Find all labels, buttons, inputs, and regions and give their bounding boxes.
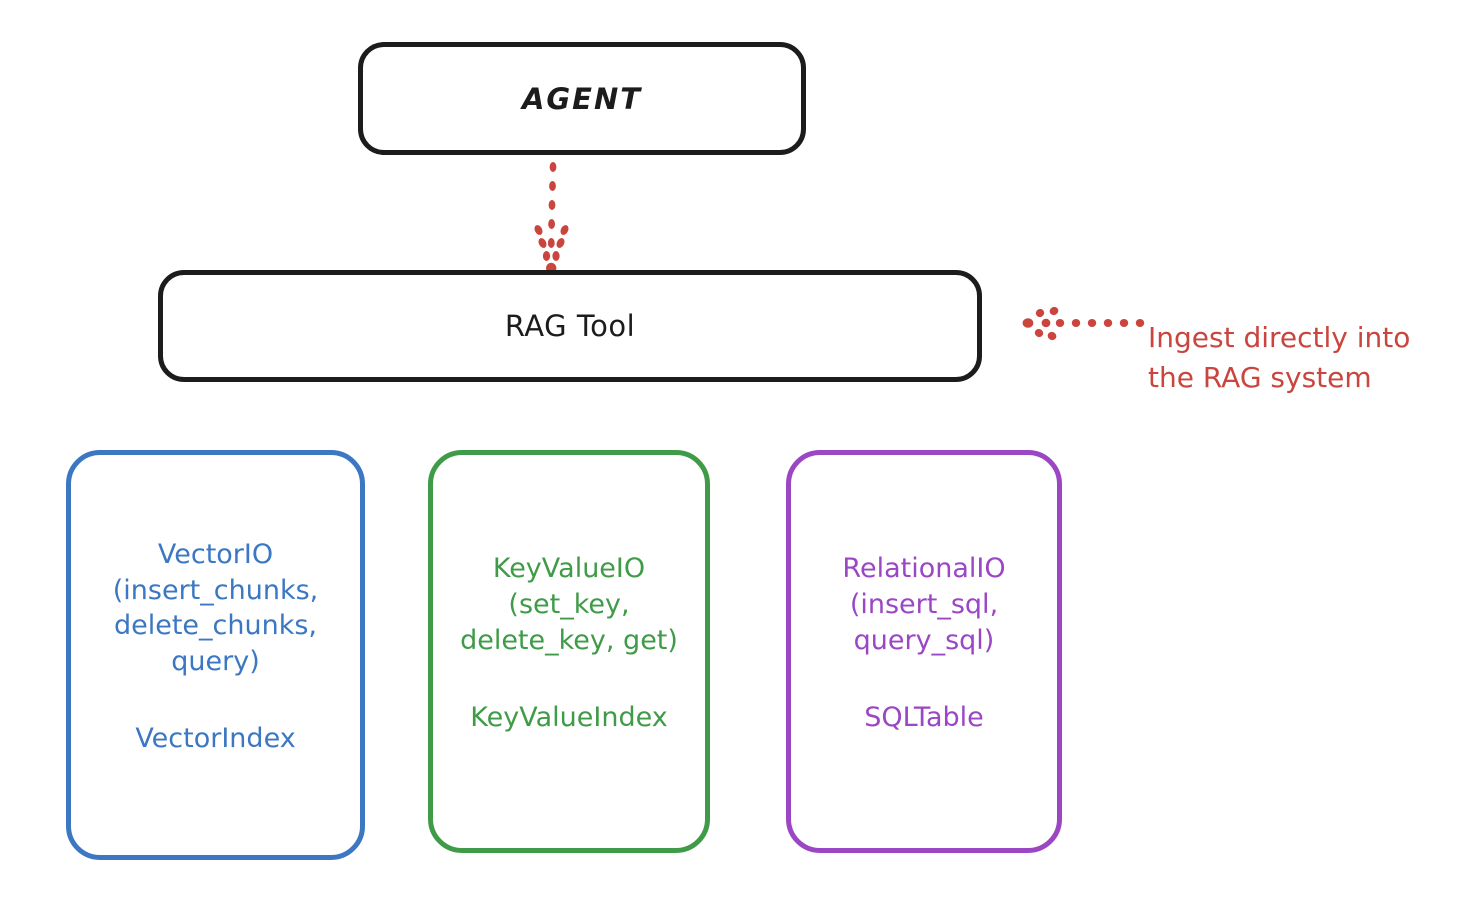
annotation-ingest: Ingest directly into the RAG system xyxy=(1148,278,1478,397)
node-vector-io-index: VectorIndex xyxy=(135,723,296,755)
node-relational-io-api: RelationalIO (insert_sql, query_sql) xyxy=(842,553,1006,656)
node-rag-tool[interactable]: RAG Tool xyxy=(158,270,982,382)
node-agent-label: AGENT xyxy=(521,81,643,116)
node-relational-io-content: RelationalIO (insert_sql, query_sql) SQL… xyxy=(797,551,1051,736)
node-key-value-io-api: KeyValueIO (set_key, delete_key, get) xyxy=(460,553,678,656)
node-vector-io-content: VectorIO (insert_chunks, delete_chunks, … xyxy=(77,537,354,757)
node-rag-tool-label: RAG Tool xyxy=(504,309,636,343)
node-agent[interactable]: AGENT xyxy=(358,42,806,155)
node-vector-io-api: VectorIO (insert_chunks, delete_chunks, … xyxy=(112,538,319,677)
node-key-value-io-content: KeyValueIO (set_key, delete_key, get) Ke… xyxy=(439,551,699,736)
node-vector-io[interactable]: VectorIO (insert_chunks, delete_chunks, … xyxy=(66,450,365,860)
node-key-value-io[interactable]: KeyValueIO (set_key, delete_key, get) Ke… xyxy=(428,450,710,853)
annotation-ingest-text: Ingest directly into the RAG system xyxy=(1148,320,1411,394)
node-relational-io[interactable]: RelationalIO (insert_sql, query_sql) SQL… xyxy=(786,450,1062,853)
connector-agent-to-rag-tool xyxy=(534,162,569,274)
node-key-value-io-index: KeyValueIndex xyxy=(470,702,668,734)
node-relational-io-index: SQLTable xyxy=(864,702,984,734)
connector-ingest-arrow xyxy=(1022,306,1145,341)
